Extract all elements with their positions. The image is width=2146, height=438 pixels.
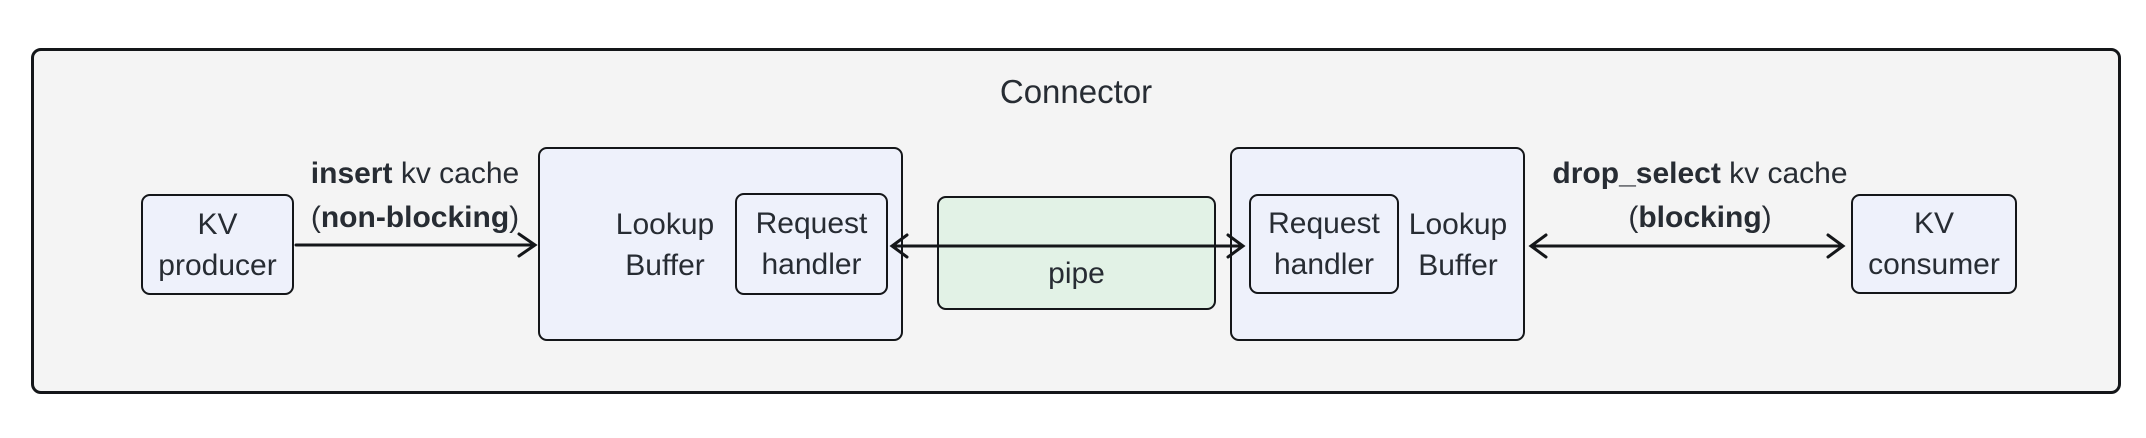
lookup-buffer-right-label: Lookup Buffer [1400,204,1516,286]
drop-select-paren-close: ) [1761,201,1772,234]
insert-paren-open: ( [310,201,321,234]
node-pipe: pipe [937,196,1216,310]
lookup-buffer-left-label-line1: Lookup [615,208,715,241]
request-handler-left-label-line2: handler [761,248,862,281]
node-kv-producer: KV producer [141,194,294,295]
lookup-buffer-right-label-line1: Lookup [1408,208,1508,241]
insert-mode: non-blocking [320,201,510,234]
lookup-buffer-left-label: Lookup Buffer [585,204,745,286]
drop-select-edge-label: drop_select kv cache (blocking) [1535,152,1865,240]
drop-select-paren-open: ( [1628,201,1639,234]
drop-select-object: kv cache [1720,157,1848,190]
kv-producer-label-line2: producer [158,248,277,282]
insert-edge-label-line1: insert kv cache [264,152,566,196]
node-request-handler-right: Request handler [1249,194,1399,294]
drop-select-verb: drop_select [1552,157,1721,190]
kv-producer-label-line1: KV [197,207,238,241]
insert-paren-close: ) [509,201,520,234]
insert-edge-label: insert kv cache (non-blocking) [264,152,566,240]
insert-verb: insert [310,157,393,190]
request-handler-right-label-line2: handler [1273,248,1375,281]
request-handler-right-label-line1: Request [1268,207,1380,240]
lookup-buffer-right-label-line2: Buffer [1418,249,1498,282]
insert-object: kv cache [392,157,520,190]
drop-select-mode: blocking [1638,201,1762,234]
kv-consumer-label-line1: KV [1913,207,1955,240]
drop-select-edge-label-line2: (blocking) [1535,196,1865,240]
lookup-buffer-left-label-line2: Buffer [625,249,705,282]
kv-consumer-label-line2: consumer [1868,248,2000,281]
request-handler-left-label-line1: Request [755,207,868,240]
drop-select-edge-label-line1: drop_select kv cache [1535,152,1865,196]
node-request-handler-left: Request handler [735,193,888,295]
insert-edge-label-line2: (non-blocking) [264,196,566,240]
pipe-label: pipe [1048,257,1105,290]
node-kv-consumer: KV consumer [1851,194,2017,294]
connector-title: Connector [999,73,1153,110]
